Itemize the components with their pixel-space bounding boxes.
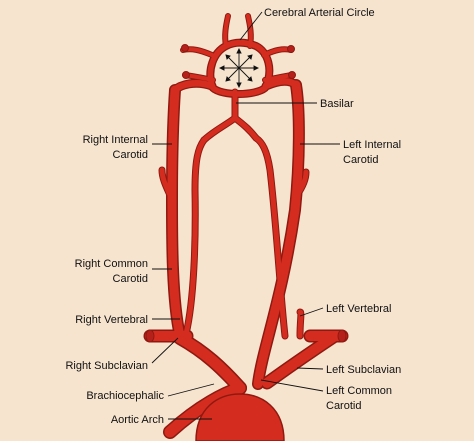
vessel-outlines — [143, 13, 349, 439]
label-right-subclavian: Right Subclavian — [65, 360, 148, 372]
circle-flow-arrows — [218, 47, 260, 89]
label-left-vertebral: Left Vertebral — [326, 303, 391, 315]
vessel-cut-ends — [145, 44, 347, 343]
label-basilar: Basilar — [320, 98, 354, 110]
label-cerebral-arterial-circle: Cerebral Arterial Circle — [264, 7, 375, 19]
label-left-internal-carotid-line2: Carotid — [343, 154, 378, 166]
label-aortic-arch: Aortic Arch — [111, 414, 164, 426]
label-right-common-carotid-line2: Carotid — [113, 273, 148, 285]
label-left-common-carotid-line1: Left Common — [326, 385, 392, 397]
vessel-fills — [145, 14, 347, 438]
label-right-internal-carotid-line1: Right Internal — [83, 134, 148, 146]
aortic-arch-shape — [195, 393, 285, 441]
labels: Cerebral Arterial Circle Basilar Right I… — [65, 7, 401, 426]
vessels — [143, 13, 349, 441]
label-right-common-carotid-line1: Right Common — [75, 258, 148, 270]
label-brachiocephalic: Brachiocephalic — [86, 390, 164, 402]
label-left-internal-carotid-line1: Left Internal — [343, 139, 401, 151]
label-left-common-carotid-line2: Carotid — [326, 400, 361, 412]
label-right-vertebral: Right Vertebral — [75, 314, 148, 326]
label-left-subclavian: Left Subclavian — [326, 364, 401, 376]
leader-lines — [151, 11, 340, 420]
label-right-internal-carotid-line2: Carotid — [113, 149, 148, 161]
